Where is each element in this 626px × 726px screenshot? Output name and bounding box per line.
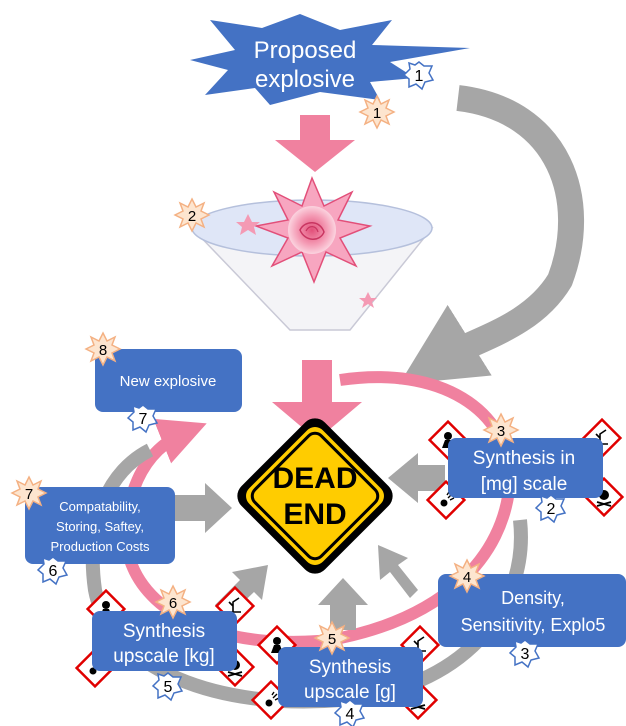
node-density-line2: Sensitivity, Explo5	[461, 615, 606, 635]
proposed-explosive-line2: explosive	[255, 66, 355, 93]
svg-text:1: 1	[415, 68, 424, 85]
node-synthesis-g-line2: upscale [g]	[304, 682, 396, 703]
burst-badge-1: 1	[359, 95, 395, 129]
pink-down-arrow-top	[275, 115, 355, 172]
step-badge-2: 2	[535, 494, 566, 523]
pink-down-arrow-main	[272, 360, 362, 440]
proposed-explosive-shape	[190, 14, 470, 105]
svg-text:4: 4	[463, 569, 471, 586]
dead-end-line2: END	[283, 498, 346, 531]
burst-badge-4: 4	[449, 559, 485, 593]
dead-end-sign	[237, 418, 393, 574]
proposed-explosive-line1: Proposed	[254, 37, 357, 64]
burst-badge-3: 3	[483, 413, 519, 447]
step-badge-5: 5	[152, 672, 183, 701]
node-synthesis-mg-line2: [mg] scale	[481, 474, 568, 495]
svg-text:8: 8	[99, 342, 107, 359]
svg-text:3: 3	[521, 646, 530, 663]
funnel	[190, 175, 434, 331]
node-synthesis-kg-line1: Synthesis	[123, 621, 205, 642]
node-compatability-line1: Compatability,	[59, 499, 140, 514]
hazard-explosive-g	[251, 680, 291, 720]
svg-text:5: 5	[164, 679, 173, 696]
burst-badge-7: 7	[11, 476, 47, 510]
svg-text:2: 2	[188, 208, 196, 225]
node-density-line1: Density,	[501, 588, 565, 608]
svg-text:4: 4	[346, 706, 355, 723]
svg-text:5: 5	[328, 631, 336, 648]
dead-end-line1: DEAD	[272, 462, 357, 495]
node-synthesis-g-line1: Synthesis	[309, 657, 391, 678]
step-badge-3: 3	[509, 639, 540, 668]
node-compatability-line3: Production Costs	[51, 539, 150, 554]
svg-text:6: 6	[169, 595, 177, 612]
svg-text:1: 1	[373, 105, 381, 122]
node-density: Density, Sensitivity, Explo5	[438, 574, 626, 647]
node-synthesis-mg-line1: Synthesis in	[473, 448, 575, 469]
node-compatability-line2: Storing, Saftey,	[56, 519, 144, 534]
step-badge-1: 1	[403, 61, 434, 90]
node-compatability: Compatability, Storing, Saftey, Producti…	[25, 487, 175, 564]
node-synthesis-mg: Synthesis in [mg] scale	[448, 438, 603, 498]
step-badge-6: 6	[37, 556, 68, 585]
svg-text:3: 3	[497, 423, 505, 440]
node-synthesis-g: Synthesis upscale [g]	[278, 647, 423, 707]
svg-text:7: 7	[25, 486, 33, 503]
burst-badge-8: 8	[85, 332, 121, 366]
svg-text:6: 6	[49, 563, 58, 580]
node-new-explosive-label: New explosive	[120, 373, 217, 390]
node-synthesis-kg-line2: upscale [kg]	[113, 646, 214, 667]
node-new-explosive: New explosive	[95, 349, 242, 412]
step-badge-7: 7	[127, 404, 158, 433]
node-synthesis-kg: Synthesis upscale [kg]	[92, 611, 237, 671]
grey-loop-arrow	[399, 85, 585, 385]
svg-text:7: 7	[139, 411, 148, 428]
burst-badge-5: 5	[314, 621, 350, 655]
svg-text:2: 2	[547, 501, 556, 518]
burst-badge-2: 2	[174, 198, 210, 232]
step-badge-4: 4	[334, 699, 365, 726]
burst-badge-6: 6	[155, 585, 191, 619]
